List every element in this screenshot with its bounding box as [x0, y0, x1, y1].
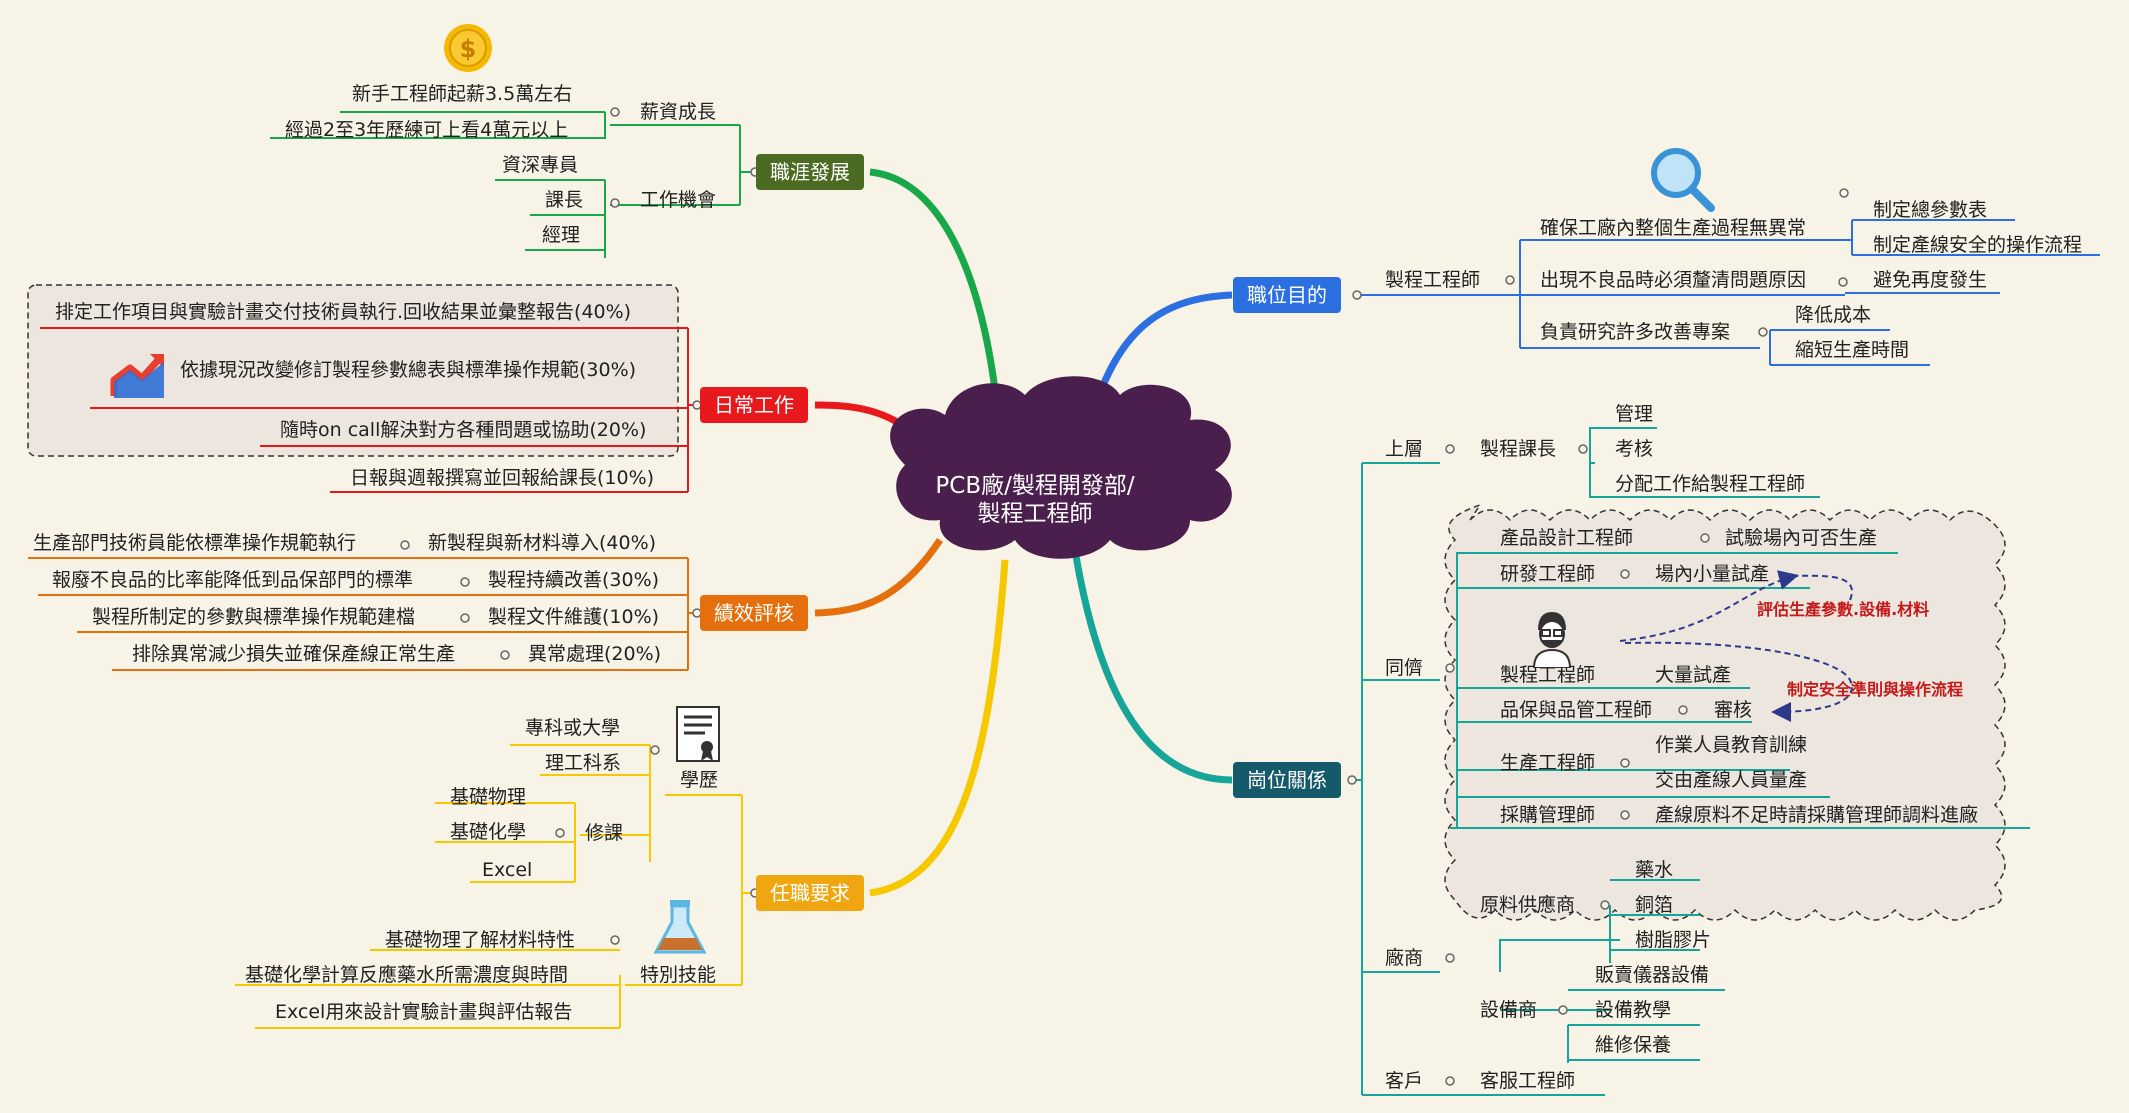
perf-name-3[interactable]: 製程文件維護(10%) [488, 606, 660, 628]
perf-name-2[interactable]: 製程持續改善(30%) [488, 569, 660, 591]
perf-name-1[interactable]: 新製程與新材料導入(40%) [428, 532, 657, 554]
purpose-item-2-sub-1[interactable]: 避免再度發生 [1873, 269, 1988, 291]
relation-upper-sub-2[interactable]: 考核 [1615, 438, 1654, 460]
dollar-coin-icon: $ [444, 24, 492, 72]
relation-upper[interactable]: 上層 [1385, 438, 1424, 460]
perf-desc-3[interactable]: 製程所制定的參數與標準操作規範建檔 [92, 606, 416, 628]
trend-chart-icon [110, 354, 164, 398]
req-course-3[interactable]: Excel [482, 859, 533, 881]
vendor-equip-sub-3[interactable]: 維修保養 [1595, 1034, 1672, 1056]
relation-curve [1071, 549, 1233, 784]
career-jobs[interactable]: 工作機會 [640, 189, 717, 211]
purpose-item-1-sub-1[interactable]: 制定總參數表 [1873, 199, 1988, 221]
peer-role-5[interactable]: 生產工程師 [1500, 752, 1596, 774]
vendor-raw[interactable]: 原料供應商 [1480, 894, 1576, 916]
req-course-2[interactable]: 基礎化學 [450, 821, 527, 843]
req-skill-3[interactable]: Excel用來設計實驗計畫與評估報告 [275, 1001, 573, 1023]
relation-upper-sub-1[interactable]: 管理 [1615, 403, 1654, 425]
peer-role-5-sub-1[interactable]: 作業人員教育訓練 [1655, 734, 1808, 756]
vendor-raw-sub-2[interactable]: 銅箔 [1635, 894, 1674, 916]
peer-role-3[interactable]: 製程工程師 [1500, 664, 1596, 686]
perf-desc-2[interactable]: 報廢不良品的比率能降低到品保部門的標準 [52, 569, 414, 591]
center-cloud [890, 376, 1232, 559]
certificate-icon [676, 706, 720, 762]
peer-role-3-sub[interactable]: 大量試產 [1655, 664, 1732, 686]
relation-peers[interactable]: 同儕 [1385, 657, 1424, 679]
arrow-eval [1619, 570, 1799, 642]
vendor-equip-sub-2[interactable]: 設備教學 [1595, 999, 1672, 1021]
perf-curve [814, 538, 943, 617]
peers-boundary [1444, 503, 2006, 921]
req-skill-2[interactable]: 基礎化學計算反應藥水所需濃度與時間 [245, 964, 569, 986]
purpose-role[interactable]: 製程工程師 [1385, 269, 1481, 291]
perf-desc-1[interactable]: 生產部門技術員能依標準操作規範執行 [33, 532, 357, 554]
center-topic[interactable]: PCB廠/製程開發部/ 製程工程師 [885, 472, 1185, 528]
career-job-3[interactable]: 經理 [542, 224, 581, 246]
perf-desc-4[interactable]: 排除異常減少損失並確保產線正常生產 [132, 643, 456, 665]
daily-item-4[interactable]: 日報與週報撰寫並回報給課長(10%) [350, 467, 655, 489]
req-edu[interactable]: 學歷 [680, 769, 719, 791]
relation-customer-role[interactable]: 客服工程師 [1480, 1070, 1576, 1092]
peer-role-4[interactable]: 品保與品管工程師 [1500, 699, 1653, 721]
branch-relation[interactable]: 崗位關係 [1233, 762, 1341, 798]
peer-role-1-sub[interactable]: 試驗場內可否生產 [1725, 527, 1878, 549]
daily-item-2[interactable]: 依據現況改變修訂製程參數總表與標準操作規範(30%) [180, 359, 637, 381]
career-job-1[interactable]: 資深專員 [502, 154, 579, 176]
peer-role-4-sub[interactable]: 審核 [1714, 699, 1753, 721]
perf-name-4[interactable]: 異常處理(20%) [528, 643, 662, 665]
center-line2: 製程工程師 [977, 501, 1093, 527]
peer-role-1[interactable]: 產品設計工程師 [1500, 527, 1634, 549]
peer-role-6[interactable]: 採購管理師 [1500, 804, 1596, 826]
peer-role-6-sub[interactable]: 產線原料不足時請採購管理師調料進廠 [1655, 804, 1979, 826]
relation-customer[interactable]: 客戶 [1385, 1070, 1424, 1092]
req-courses[interactable]: 修課 [585, 822, 624, 844]
career-salary-item-1[interactable]: 新手工程師起薪3.5萬左右 [352, 83, 573, 105]
purpose-item-3[interactable]: 負責研究許多改善專案 [1540, 321, 1731, 343]
req-edu-item-1[interactable]: 專科或大學 [525, 717, 621, 739]
peer-role-2-sub[interactable]: 場內小量試產 [1655, 563, 1770, 585]
vendor-equip[interactable]: 設備商 [1480, 999, 1538, 1021]
daily-item-3[interactable]: 隨時on call解決對方各種問題或協助(20%) [280, 419, 647, 441]
branch-daily[interactable]: 日常工作 [700, 387, 808, 423]
career-job-2[interactable]: 課長 [545, 189, 584, 211]
req-curve [869, 559, 1009, 897]
branch-career[interactable]: 職涯發展 [756, 154, 864, 190]
vendor-raw-sub-1[interactable]: 藥水 [1635, 859, 1674, 881]
svg-text:$: $ [460, 35, 477, 63]
purpose-item-2[interactable]: 出現不良品時必須釐清問題原因 [1540, 269, 1807, 291]
purpose-item-1[interactable]: 確保工廠內整個生產過程無異常 [1540, 217, 1807, 239]
branch-purpose[interactable]: 職位目的 [1233, 277, 1341, 313]
peer-role-5-sub-2[interactable]: 交由產線人員量產 [1655, 769, 1808, 791]
relation-vendors[interactable]: 廠商 [1385, 947, 1424, 969]
peer-role-2[interactable]: 研發工程師 [1500, 563, 1596, 585]
engineer-avatar-icon [1532, 612, 1572, 668]
req-course-1[interactable]: 基礎物理 [450, 786, 527, 808]
purpose-item-3-sub-2[interactable]: 縮短生產時間 [1795, 339, 1910, 361]
annotation-safety: 制定安全準則與操作流程 [1787, 680, 1964, 699]
career-salary[interactable]: 薪資成長 [640, 101, 717, 123]
flask-icon [653, 900, 707, 954]
career-salary-item-2[interactable]: 經過2至3年歷練可上看4萬元以上 [285, 119, 569, 141]
magnifier-icon [1651, 148, 1715, 212]
branch-req[interactable]: 任職要求 [756, 875, 864, 911]
relation-upper-role[interactable]: 製程課長 [1480, 438, 1557, 460]
annotation-eval: 評估生產參數.設備.材料 [1757, 600, 1930, 619]
purpose-item-3-sub-1[interactable]: 降低成本 [1795, 304, 1872, 326]
req-skill-1[interactable]: 基礎物理了解材料特性 [385, 929, 576, 951]
center-line1: PCB廠/製程開發部/ [935, 473, 1135, 499]
relation-upper-sub-3[interactable]: 分配工作給製程工程師 [1615, 473, 1806, 495]
branch-perf[interactable]: 績效評核 [700, 595, 808, 631]
vendor-equip-sub-1[interactable]: 販賣儀器設備 [1595, 964, 1710, 986]
req-skills[interactable]: 特別技能 [640, 964, 717, 986]
arrow-safety [1624, 641, 1853, 722]
vendor-raw-sub-3[interactable]: 樹脂膠片 [1635, 929, 1712, 951]
purpose-item-1-sub-2[interactable]: 制定產線安全的操作流程 [1873, 234, 2083, 256]
req-edu-item-2[interactable]: 理工科系 [545, 752, 622, 774]
daily-item-1[interactable]: 排定工作項目與實驗計畫交付技術員執行.回收結果並彙整報告(40%) [55, 301, 632, 323]
